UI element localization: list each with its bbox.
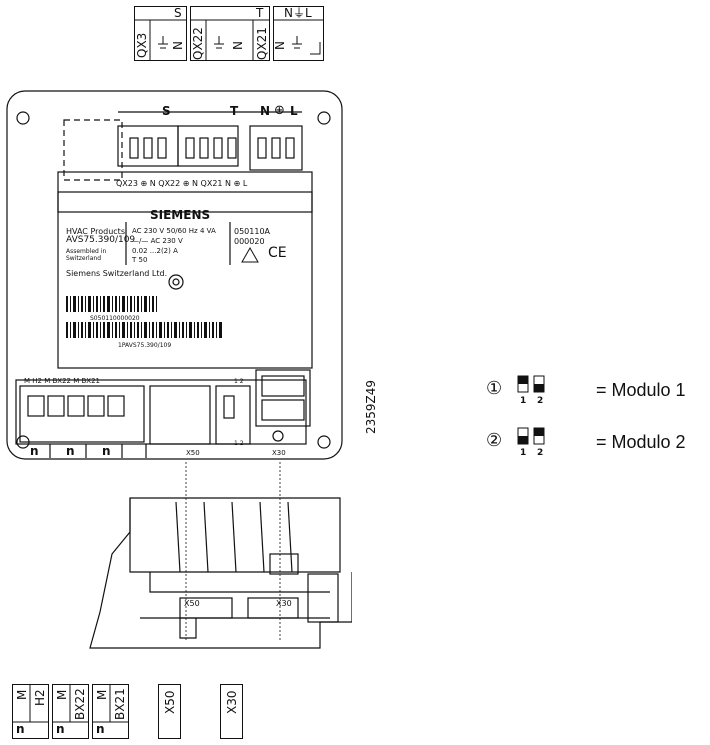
bottom-m2-label: M — [55, 689, 69, 700]
legend-item1-text: = Modulo 1 — [596, 380, 686, 400]
device-brand: SIEMENS — [150, 208, 211, 222]
device-x50-label: X50 — [186, 449, 200, 457]
device-serial: S050110000020 — [90, 315, 140, 322]
top-terminal-block: S T N⏚L QX3 N QX22 N QX21 N — [134, 6, 324, 62]
device-rating1: AC 230 V 50/60 Hz 4 VA — [132, 227, 216, 235]
bottom-n1: n — [16, 722, 25, 736]
device-rating3: 0.02 ...2(2) A — [132, 247, 178, 255]
legend-item2-sub2: 2 — [537, 448, 544, 458]
bottom-x50-label: X50 — [163, 690, 177, 715]
bottom-terminal-block: M H2 M BX22 M BX21 X50 X30 n n n — [12, 684, 252, 740]
device-model: AVS75.390/109 — [66, 235, 136, 245]
side-view-drawing — [89, 462, 353, 649]
legend: ① 1 2 = Modulo 1 ② 1 2 = Modulo 2 — [486, 374, 710, 464]
device-outline — [6, 90, 343, 460]
device-dip2: 1 2 — [234, 440, 244, 447]
top-t-label: T — [256, 6, 264, 20]
bottom-n2: n — [56, 722, 65, 736]
top-nl-label: N⏚L — [284, 6, 312, 20]
bottom-bx21-label: BX21 — [113, 688, 127, 720]
bottom-n3: n — [96, 722, 105, 736]
device-n1: n — [30, 444, 39, 458]
device-side-view: X50 X30 — [80, 462, 353, 652]
device-front-view: S T N ⊕ L QX23 ⊕ N QX22 ⊕ N QX21 N ⊕ L S… — [6, 90, 346, 462]
drawing-number: 2359Z49 — [364, 379, 378, 434]
device-s-label: S — [162, 104, 171, 118]
bottom-m3-label: M — [95, 689, 109, 700]
top-n2-label: N — [230, 41, 245, 50]
device-l-label: L — [290, 104, 298, 118]
device-row-labels: QX23 ⊕ N QX22 ⊕ N QX21 N ⊕ L — [116, 179, 248, 188]
device-dip1: 1 2 — [234, 378, 244, 385]
legend-item2-text: = Modulo 2 — [596, 432, 686, 452]
ce-mark-icon: CE — [268, 245, 287, 261]
legend-item1-number: ① — [486, 378, 503, 399]
device-earth-icon: ⊕ — [274, 103, 285, 118]
device-code2: 000020 — [234, 237, 265, 246]
device-company: Siemens Switzerland Ltd. — [66, 269, 168, 278]
top-qx3-label: QX3 — [135, 32, 149, 58]
top-qx22-label: QX22 — [191, 27, 205, 60]
device-country: Switzerland — [66, 255, 101, 262]
bottom-m1-label: M — [15, 689, 29, 700]
device-x30-label: X30 — [272, 449, 286, 457]
side-x50-label: X50 — [184, 599, 200, 608]
legend-item1-sub1: 1 — [520, 396, 527, 406]
bottom-x30-label: X30 — [225, 690, 239, 715]
top-terminal-drawing — [134, 6, 324, 61]
side-x30-label: X30 — [276, 599, 292, 608]
legend-item1-sub2: 2 — [537, 396, 544, 406]
legend-item2-sub1: 1 — [520, 448, 527, 458]
device-code1: 050110A — [234, 227, 271, 236]
top-n3-label: N — [272, 41, 287, 50]
bottom-bx22-label: BX22 — [73, 688, 87, 720]
top-n1-label: N — [170, 41, 185, 50]
barcodes — [66, 296, 222, 338]
device-n-label: N — [260, 104, 271, 118]
warning-icon — [241, 246, 259, 263]
legend-item2-number: ② — [486, 430, 503, 451]
device-product-line: HVAC Products — [66, 227, 125, 236]
bottom-h2-label: H2 — [33, 689, 47, 706]
device-t-label: T — [230, 104, 239, 118]
device-rating4: T 50 — [132, 256, 148, 264]
device-assembled: Assembled in — [66, 248, 107, 255]
top-s-label: S — [174, 6, 182, 20]
top-qx21-label: QX21 — [255, 27, 269, 60]
device-n2: n — [66, 444, 75, 458]
bottom-terminal-drawing — [12, 684, 243, 739]
dip-switch-icon-2 — [517, 427, 545, 445]
device-bottom-labels: M H2 M BX22 M BX21 — [24, 377, 100, 385]
device-n3: n — [102, 444, 111, 458]
dip-switch-icon-1 — [517, 375, 545, 393]
device-rating2: —/— AC 230 V — [132, 237, 183, 245]
device-part: 1PAVS75.390/109 — [118, 342, 172, 349]
